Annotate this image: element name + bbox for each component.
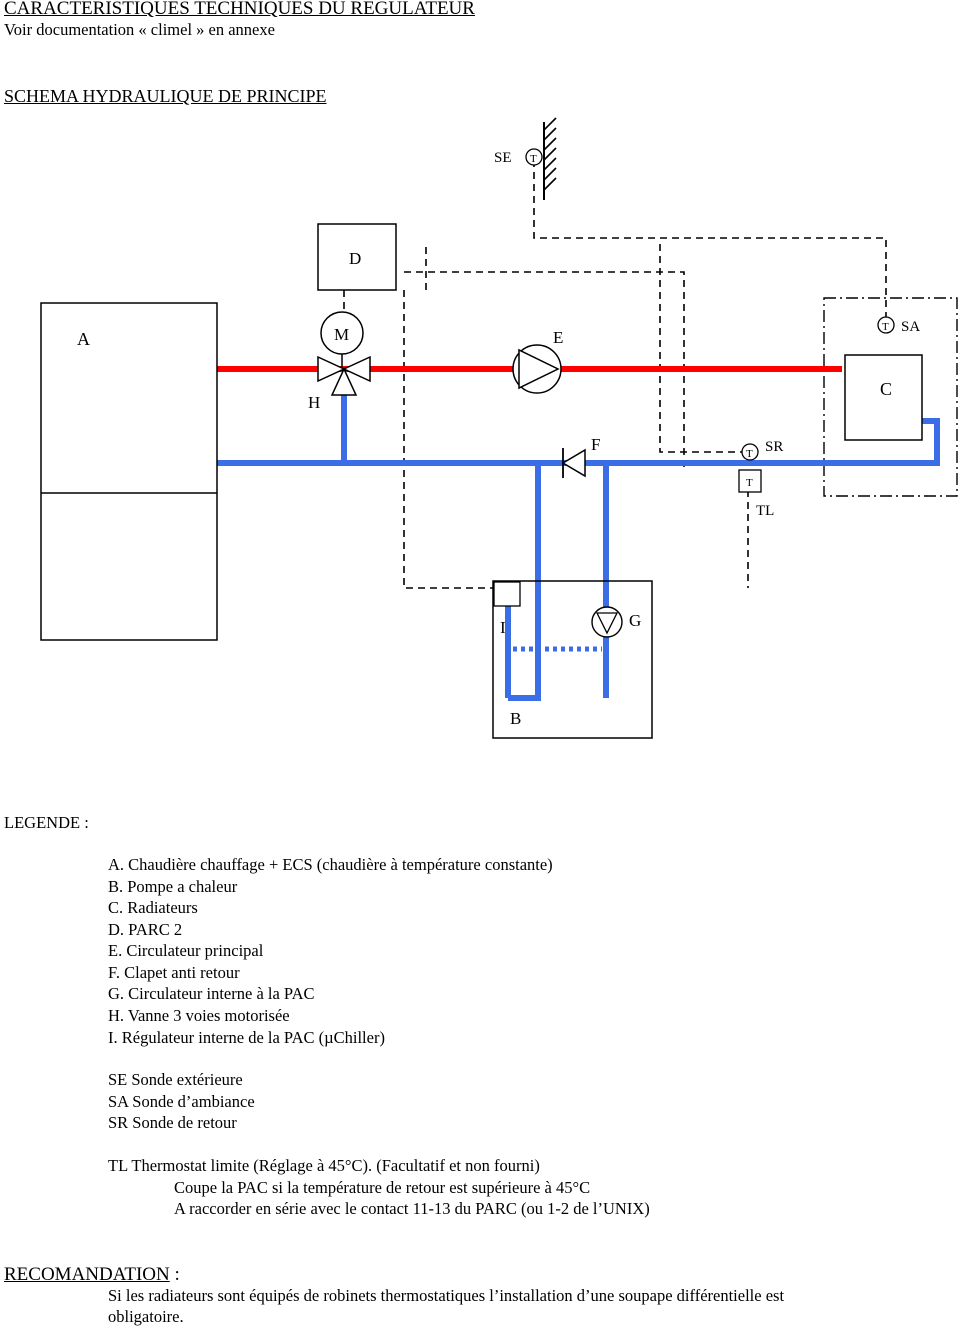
- sensor-se-icon: [525, 148, 543, 166]
- regulator-d: [317, 223, 397, 291]
- label-sa: SA: [901, 319, 920, 335]
- sonde-item: SR Sonde de retour: [108, 1113, 237, 1132]
- control-wiring: [343, 160, 887, 589]
- radiator-c: [844, 354, 923, 441]
- label-se: SE: [494, 150, 512, 166]
- legend-item: H. Vanne 3 voies motorisée: [108, 1006, 290, 1025]
- legend-item: A. Chaudière chauffage + ECS (chaudière …: [108, 855, 553, 874]
- legend-item: C. Radiateurs: [108, 898, 198, 917]
- schema-title: SCHEMA HYDRAULIQUE DE PRINCIPE: [4, 86, 327, 106]
- circulator-g-arrow: [595, 612, 619, 635]
- recommendation-title-suffix: :: [169, 1264, 180, 1285]
- legend-title: LEGENDE :: [4, 813, 89, 832]
- recommendation-line-1: Si les radiateurs sont équipés de robine…: [108, 1286, 785, 1305]
- label-sr-t: T: [746, 448, 753, 460]
- tl-line-3: A raccorder en série avec le contact 11-…: [174, 1199, 650, 1218]
- wire-se-to-sa: [533, 160, 887, 318]
- label-se-t: T: [530, 153, 537, 165]
- pac-regulator-i: [493, 581, 521, 607]
- label-e: E: [553, 328, 563, 347]
- legend-item: E. Circulateur principal: [108, 941, 264, 960]
- label-sa-t: T: [882, 321, 889, 333]
- wire-d-to-i: [403, 290, 493, 589]
- label-sr: SR: [765, 439, 783, 455]
- legend-item: G. Circulateur interne à la PAC: [108, 984, 315, 1003]
- label-i: I: [500, 618, 506, 637]
- recommendation-title: RECOMANDATION :: [4, 1264, 180, 1286]
- label-m: M: [334, 325, 349, 344]
- label-a: A: [77, 329, 90, 349]
- legend-item: I. Régulateur interne de la PAC (µChille…: [108, 1028, 385, 1047]
- recommendation-line-2: obligatoire.: [108, 1307, 184, 1326]
- wire-d-to-e: [404, 271, 685, 468]
- legend-item: F. Clapet anti retour: [108, 963, 240, 982]
- three-way-valve-h-icon: [317, 355, 371, 396]
- sensor-sr-icon: [741, 443, 759, 461]
- boiler-a: [40, 302, 218, 641]
- radiator-zone-outline: [823, 297, 958, 497]
- page-title: CARACTERISTIQUES TECHNIQUES DU REGULATEU…: [4, 0, 475, 19]
- heat-pump-b: [492, 580, 653, 739]
- tl-line-2: Coupe la PAC si la température de retour…: [174, 1178, 591, 1197]
- check-valve-f-icon: [561, 448, 586, 478]
- sonde-item: SE Sonde extérieure: [108, 1070, 243, 1089]
- label-tl: TL: [756, 503, 774, 519]
- label-tl-t: T: [746, 477, 753, 489]
- recommendation-title-text: RECOMANDATION: [4, 1264, 170, 1285]
- sonde-item: SA Sonde d’ambiance: [108, 1092, 255, 1111]
- hydraulic-diagram: A D T SE M H E: [40, 117, 958, 739]
- tl-line-1: TL Thermostat limite (Réglage à 45°C). (…: [108, 1156, 540, 1175]
- pac-inlet-pipe: [508, 463, 541, 701]
- label-h: H: [308, 393, 320, 412]
- legend-item: D. PARC 2: [108, 920, 183, 939]
- label-g: G: [629, 611, 641, 630]
- thermostat-tl-icon: [738, 469, 762, 493]
- label-f: F: [591, 435, 600, 454]
- wire-d-to-sr: [659, 244, 748, 453]
- label-c: C: [880, 379, 892, 399]
- label-d: D: [349, 249, 361, 268]
- circulator-e-arrow: [518, 348, 560, 390]
- label-b: B: [510, 709, 521, 728]
- page-subtitle: Voir documentation « climel » en annexe: [4, 20, 275, 39]
- wall-hatch: [543, 117, 557, 191]
- legend-item: B. Pompe a chaleur: [108, 877, 238, 896]
- sensor-sa-icon: [877, 316, 895, 334]
